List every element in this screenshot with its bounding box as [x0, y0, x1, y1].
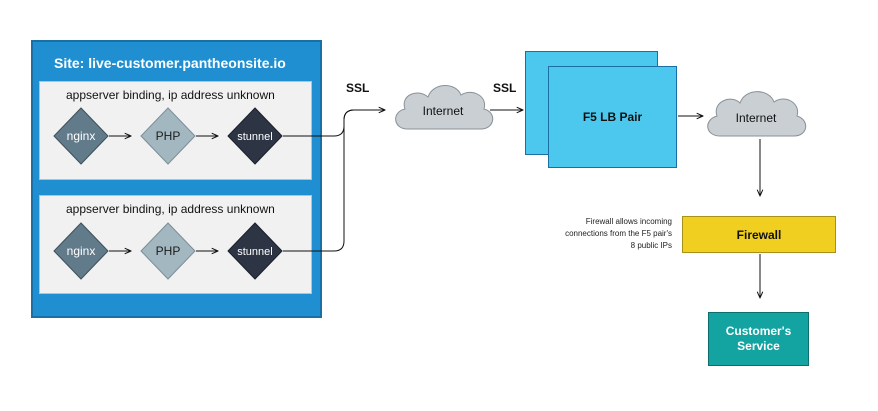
stunnel-node-label-1: stunnel [237, 131, 272, 143]
php-node-label-1: PHP [156, 129, 181, 143]
connector-stunnel2-internet [283, 109, 355, 252]
php-node-2 [140, 222, 196, 280]
customer-service-label: Customer's Service [725, 324, 792, 353]
svg-text:Internet: Internet [423, 104, 464, 118]
stunnel-node-2 [227, 222, 283, 280]
nginx-node-label-1: nginx [67, 129, 96, 143]
firewall-box: Firewall [682, 216, 836, 253]
ssl-label-1: SSL [346, 81, 369, 95]
binding-label-2: appserver binding, ip address unknown [66, 202, 275, 216]
connector-stunnel1-internet [283, 110, 385, 137]
site-title: Site: live-customer.pantheonsite.io [54, 55, 286, 71]
stunnel-node-label-2: stunnel [237, 246, 272, 258]
php-node-label-2: PHP [156, 244, 181, 258]
binding-label-1: appserver binding, ip address unknown [66, 88, 275, 102]
firewall-label: Firewall [736, 227, 782, 242]
nginx-node-2 [53, 222, 109, 280]
php-node-1 [140, 107, 196, 165]
nginx-node-label-2: nginx [67, 244, 96, 258]
stunnel-node-1 [227, 107, 283, 165]
f5-lb-label: F5 LB Pair [582, 110, 643, 124]
internet-cloud-2: Internet [707, 91, 807, 137]
internet-cloud-1: Internet [395, 85, 494, 130]
nginx-node-1 [53, 107, 109, 165]
customer-service-box: Customer's Service [708, 312, 809, 366]
ssl-label-2: SSL [493, 81, 516, 95]
firewall-note: Firewall allows incoming connections fro… [565, 217, 672, 250]
svg-text:Internet: Internet [736, 111, 777, 125]
f5-lb-pair: F5 LB Pair [548, 66, 677, 168]
